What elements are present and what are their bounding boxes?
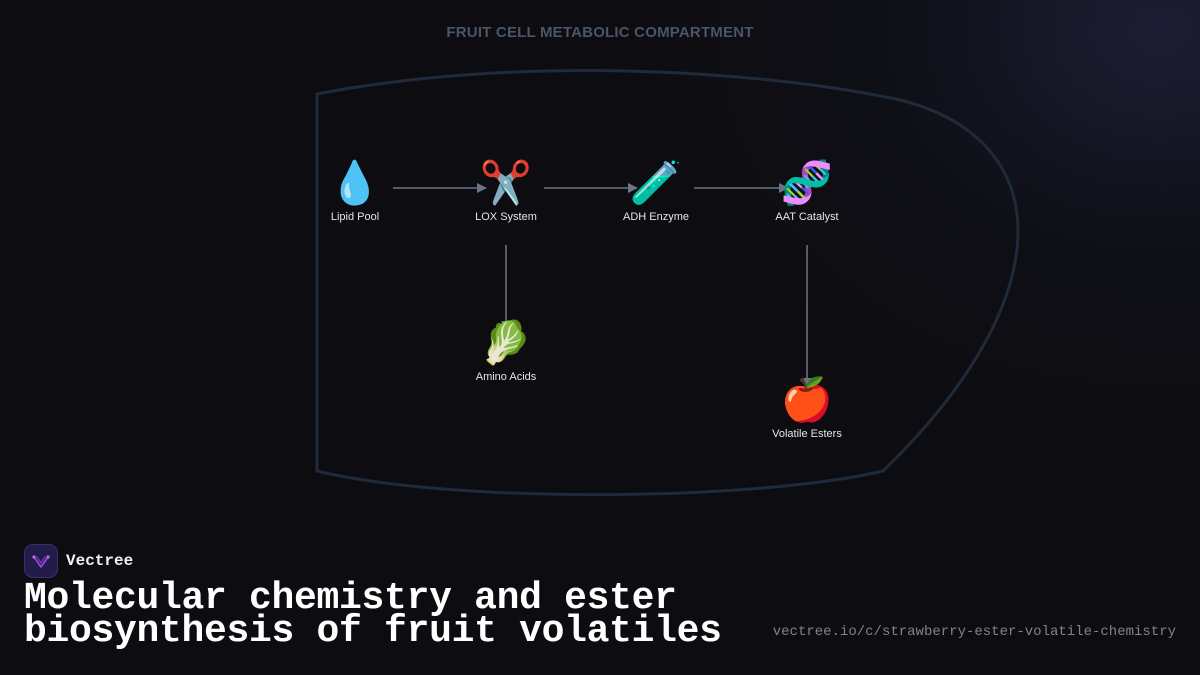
brand: Vectree [24,544,133,578]
node-label: Lipid Pool [330,211,380,223]
node-amino-acids: 🥬 Amino Acids [446,318,566,383]
brand-name: Vectree [66,552,134,570]
node-label: AAT Catalyst [775,211,839,223]
compartment-title: FRUIT CELL METABOLIC COMPARTMENT [446,24,754,41]
node-adh-enzyme: 🧪 ADH Enzyme [596,158,716,223]
node-label: LOX System [475,211,537,223]
node-label: Amino Acids [475,371,537,383]
node-label: ADH Enzyme [622,211,690,223]
node-lipid-pool: 💧 Lipid Pool [295,158,415,223]
page-title: Molecular chemistry and ester biosynthes… [24,577,722,653]
test-tube-icon: 🧪 [629,158,683,207]
dna-icon: 🧬 [780,158,834,207]
leafy-green-icon: 🥬 [479,318,533,367]
scissors-icon: ✂️ [479,158,533,207]
apple-icon: 🍎 [780,375,834,424]
source-url: vectree.io/c/strawberry-ester-volatile-c… [772,624,1176,640]
node-label: Volatile Esters [772,428,842,440]
node-aat-catalyst: 🧬 AAT Catalyst [747,158,867,223]
node-volatile-esters: 🍎 Volatile Esters [747,375,867,440]
vectree-logo-icon [24,544,58,578]
droplet-icon: 💧 [328,158,382,207]
cell-compartment-outline [315,69,1020,497]
node-lox-system: ✂️ LOX System [446,158,566,223]
